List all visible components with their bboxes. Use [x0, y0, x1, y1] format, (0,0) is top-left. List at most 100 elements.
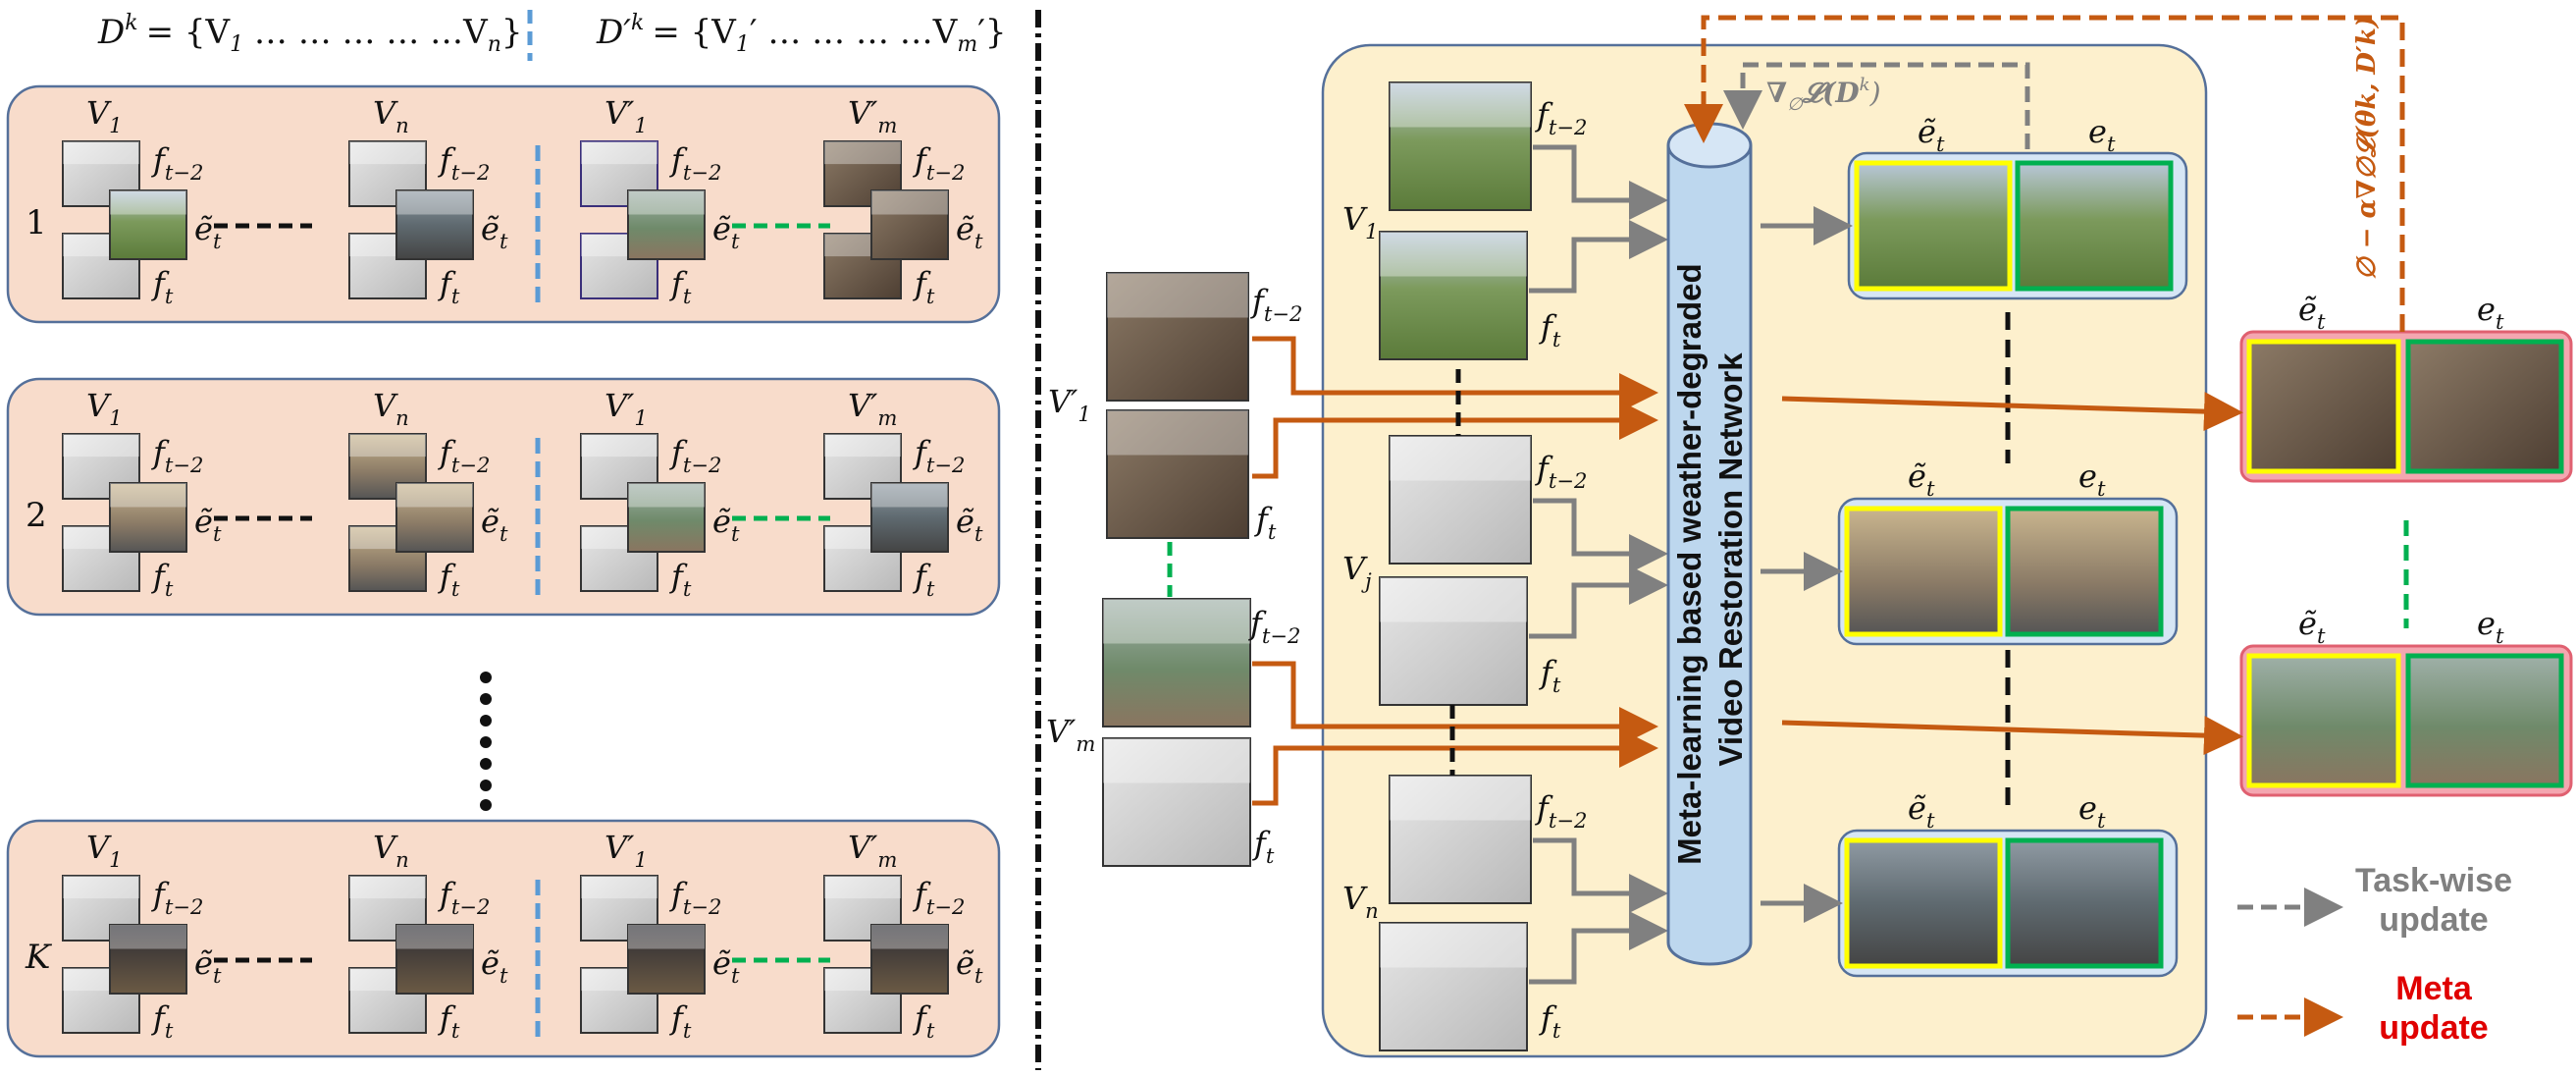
- meta-input-arrow: [1252, 661, 1658, 746]
- output-label-et-tilde: ẽt: [1908, 789, 1935, 833]
- frame-label-et: ẽt: [712, 944, 740, 988]
- network-title: Meta-learning based weather-degraded Vid…: [1671, 254, 1749, 865]
- frame-label-et: ẽt: [712, 503, 740, 546]
- video-label: V1: [86, 387, 123, 430]
- frame-label-et: ẽt: [194, 503, 222, 546]
- row-index: 2: [26, 496, 47, 535]
- ground-truth-frame: [2405, 339, 2564, 474]
- dpk-formula: D′k= {V1′ … … … …Vm′}: [596, 11, 1007, 57]
- frame-thumbnail: [1379, 576, 1528, 706]
- frame-thumbnail: [627, 482, 706, 553]
- frame-label-ft-2: ft−2: [151, 141, 203, 185]
- video-label: V′1: [605, 387, 648, 430]
- ground-truth-frame: [2005, 837, 2164, 969]
- frame-label-et: ẽt: [481, 944, 508, 988]
- output-label-et-tilde: ẽt: [1908, 458, 1935, 501]
- task-row: KV1ft−2ẽtftVnft−2ẽtftV′1ft−2ẽtftV′mft−2ẽ…: [6, 819, 1001, 1058]
- task-input-arrow: [1529, 220, 1668, 294]
- frame-label-et: ẽt: [481, 503, 508, 546]
- frame-thumbnail: [1389, 435, 1532, 565]
- frame-label-ft-2: ft−2: [1250, 283, 1302, 326]
- restored-frame: [1844, 837, 2003, 969]
- output-label-et: et: [2088, 113, 2116, 156]
- frame-thumbnail: [1106, 272, 1249, 402]
- output-label-et: et: [2078, 789, 2106, 833]
- meta-update-formula: ∅ − α∇∅𝓛(θk, D′k): [2352, 16, 2382, 280]
- video-label: Vn: [1342, 880, 1379, 923]
- output-label-et: et: [2477, 605, 2504, 648]
- row-index: 1: [26, 203, 47, 242]
- frame-label-ft-2: ft−2: [669, 141, 721, 185]
- frame-thumbnail: [823, 140, 902, 207]
- video-label: V′m: [1046, 713, 1095, 756]
- meta-output: ẽt et: [1781, 291, 2573, 483]
- video-label: V′1: [605, 94, 648, 137]
- output-label-et-tilde: ẽt: [1918, 113, 1945, 156]
- frame-label-ft-2: ft−2: [1248, 605, 1300, 648]
- video-label: V1: [1342, 200, 1379, 243]
- frame-thumbnail: [580, 140, 658, 207]
- task-input-arrow: [1533, 498, 1668, 573]
- frame-thumbnail: [1102, 737, 1251, 867]
- network-meta-output-arrow: [1781, 716, 2243, 756]
- output-label-et: et: [2477, 291, 2504, 334]
- output-label-et: et: [2078, 458, 2106, 501]
- frame-label-ft: ft: [1252, 825, 1275, 868]
- frame-label-et: ẽt: [956, 210, 983, 253]
- task-wise-update-arrow: [1723, 62, 2030, 149]
- task-output: ẽt et: [1761, 458, 2179, 646]
- video-label: Vn: [373, 94, 409, 137]
- task-input-arrow: [1533, 144, 1668, 220]
- frame-thumbnail: [627, 189, 706, 260]
- frame-thumbnail: [62, 433, 140, 500]
- frame-thumbnail: [1102, 598, 1251, 727]
- restored-frame: [1844, 506, 2003, 637]
- dk-formula: Dk= {V1 … … … … …Vn}: [97, 11, 523, 57]
- frame-thumbnail: [1379, 922, 1528, 1051]
- task-input-arrow: [1529, 911, 1668, 985]
- frame-thumbnail: [627, 924, 706, 995]
- frame-label-et: ẽt: [956, 503, 983, 546]
- frame-thumbnail: [870, 482, 949, 553]
- ground-truth-frame: [2015, 160, 2174, 292]
- task-input-arrow: [1529, 565, 1668, 639]
- frame-label-et: ẽt: [194, 944, 222, 988]
- video-label: V′1: [1048, 383, 1091, 426]
- frame-label-ft: ft: [1254, 501, 1277, 544]
- frame-thumbnail: [348, 433, 427, 500]
- output-label-et-tilde: ẽt: [2298, 291, 2326, 334]
- video-label: V1: [86, 829, 123, 872]
- frame-thumbnail: [109, 189, 187, 260]
- task-output: ẽt et: [1761, 789, 2179, 978]
- frame-thumbnail: [870, 189, 949, 260]
- task-row: 2V1ft−2ẽtftVnft−2ẽtftV′1ft−2ẽtftV′mft−2ẽ…: [6, 377, 1001, 617]
- video-label: Vn: [373, 829, 409, 872]
- vertical-ellipsis: [480, 672, 492, 811]
- frame-thumbnail: [395, 924, 474, 995]
- frame-label-ft-2: ft−2: [438, 434, 490, 477]
- video-label: V′m: [848, 94, 897, 137]
- meta-update-arrow: [1684, 15, 2405, 332]
- restored-frame: [2246, 653, 2401, 788]
- video-label: Vn: [373, 387, 409, 430]
- video-label: V1: [86, 94, 123, 137]
- frame-thumbnail: [109, 482, 187, 553]
- frame-label-et: ẽt: [956, 944, 983, 988]
- meta-input-arrow: [1252, 336, 1658, 412]
- gradient-label: ∇∅𝓛(Dk): [1766, 75, 1881, 115]
- frame-thumbnail: [395, 189, 474, 260]
- left-panel: Dk= {V1 … … … … …Vn} D′k= {V1′ … … … …Vm…: [6, 10, 1007, 1058]
- frame-thumbnail: [1106, 409, 1249, 539]
- video-label: V′m: [848, 387, 897, 430]
- restored-frame: [1854, 160, 2013, 292]
- network-meta-output-arrow: [1781, 392, 2243, 432]
- ground-truth-frame: [2005, 506, 2164, 637]
- frame-label-et: ẽt: [712, 210, 740, 253]
- frame-label-ft-2: ft−2: [438, 141, 490, 185]
- frame-thumbnail: [109, 924, 187, 995]
- frame-label-et: ẽt: [481, 210, 508, 253]
